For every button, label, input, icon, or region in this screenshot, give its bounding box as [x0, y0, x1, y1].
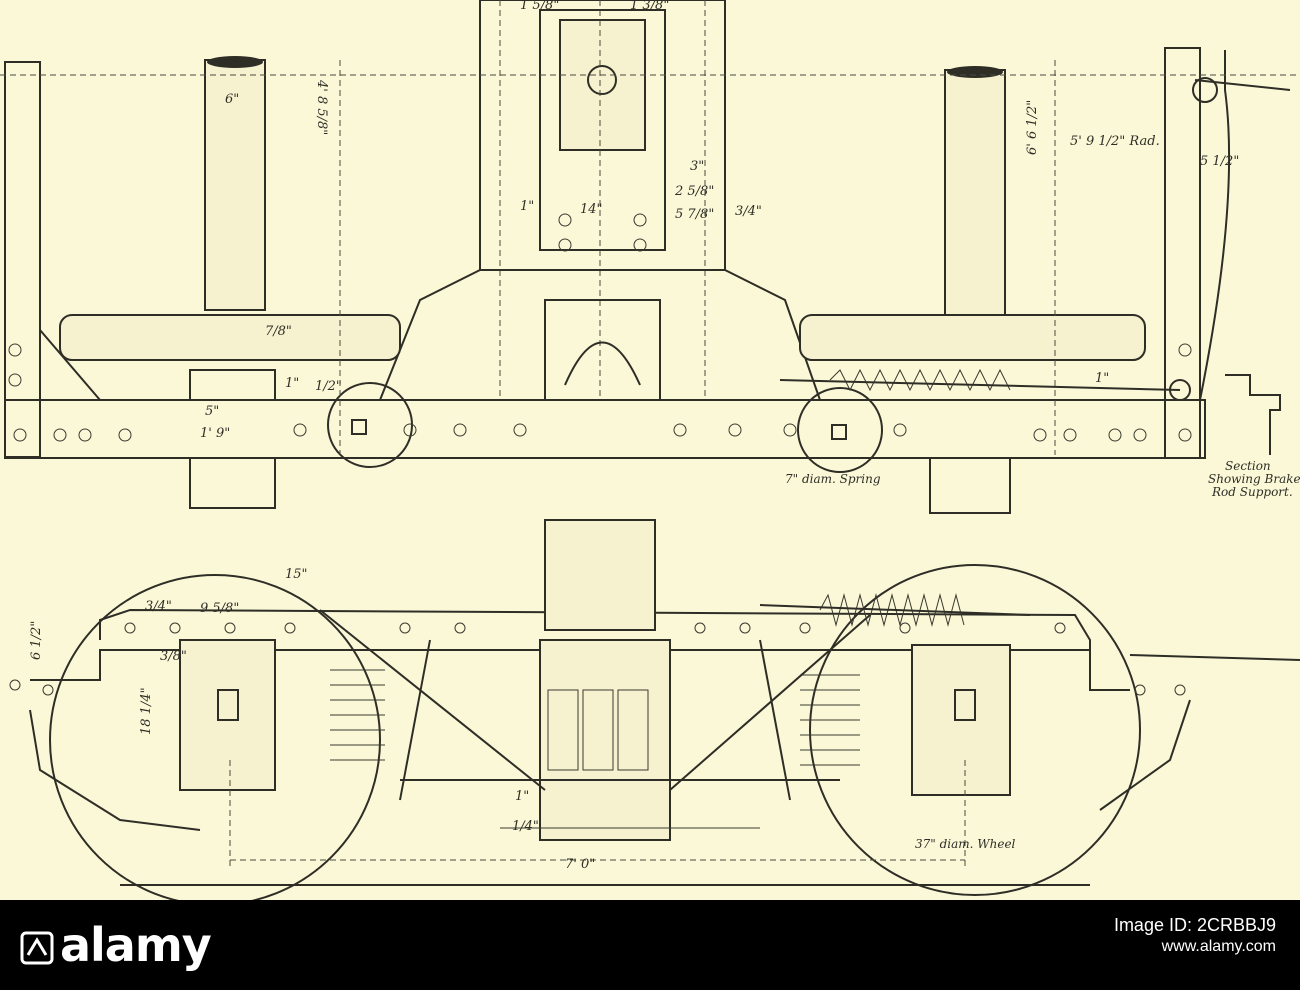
dim-w3: 3" [690, 159, 704, 174]
dim-rad-b: 5 1/2" [1200, 154, 1239, 169]
stock-footer: alamy Image ID: 2CRBBJ9 www.alamy.com [0, 900, 1300, 990]
dim-d65: 6 1/2" [29, 621, 44, 660]
side-beam [4, 399, 1206, 459]
dim-rad: 5' 9 1/2" Rad. [1070, 134, 1160, 149]
dim-d34: 3/4" [145, 599, 172, 614]
wheel-right-plan [799, 314, 1146, 361]
bolster-spring-box [544, 299, 661, 401]
site-url[interactable]: www.alamy.com [1161, 938, 1276, 955]
dim-d14: 1/4" [512, 819, 539, 834]
dim-d1: 1" [285, 376, 299, 391]
bolster-springs [547, 689, 649, 771]
dim-d15: 15" [285, 567, 308, 582]
right-frame [1164, 47, 1201, 459]
engineering-drawing: 1 5/8" 1 3/8" 6" 4' 8 5/8" 6' 6 1/2" 5' … [0, 0, 1300, 900]
dimension-labels: 1 5/8" 1 3/8" 6" 4' 8 5/8" 6' 6 1/2" 5' … [29, 0, 1300, 872]
dim-w5: 5 7/8" [675, 207, 714, 222]
footer-info: Image ID: 2CRBBJ9 www.alamy.com [1114, 914, 1276, 958]
center-pin [587, 65, 617, 95]
axle-right [944, 69, 1006, 316]
brake-spring-side [819, 593, 965, 627]
dim-d1l: 1" [515, 789, 529, 804]
dim-w14: 14" [580, 202, 603, 217]
dim-d5: 5" [205, 404, 219, 419]
bolster-plate [539, 9, 666, 251]
left-frame-brace [39, 120, 101, 401]
dim-d78: 7/8" [265, 324, 292, 339]
wheel-right [809, 564, 1141, 896]
journal-box-left [189, 457, 276, 509]
bolster-side [539, 639, 671, 841]
spring-circle-right [797, 387, 883, 473]
journal-box-side-left [179, 639, 276, 791]
note-section-3: Rod Support. [1211, 485, 1293, 499]
dim-d38: 3/8" [160, 649, 187, 664]
image-id: Image ID: 2CRBBJ9 [1113, 915, 1276, 935]
dim-top-a: 1 5/8" [520, 0, 559, 13]
plan-view [0, 0, 1300, 514]
brake-hanger [1199, 50, 1231, 401]
spring-coil-right [800, 674, 860, 766]
dim-height-1: 4' 8 5/8" [314, 79, 329, 135]
dim-d18: 18 1/4" [139, 687, 154, 735]
rivets-side [9, 622, 1186, 696]
dim-d9: 9 5/8" [200, 601, 239, 616]
dim-d12: 1/2" [315, 379, 342, 394]
left-frame [4, 61, 41, 458]
note-section-2: Showing Brake [1208, 472, 1300, 486]
alamy-logo-icon [20, 922, 54, 976]
dim-w2: 2 5/8" [674, 184, 714, 199]
truck-diagram-svg: 1 5/8" 1 3/8" 6" 4' 8 5/8" 6' 6 1/2" 5' … [0, 0, 1300, 900]
note-spring: 7" diam. Spring [785, 472, 881, 486]
wheel-left [49, 574, 381, 900]
dim-stem: 6" [225, 92, 239, 107]
bolster-body [379, 269, 821, 401]
spring-circle-left [327, 382, 413, 468]
top-arch-bar [99, 608, 1130, 691]
alamy-logo[interactable]: alamy [20, 918, 212, 976]
dim-span: 7' 0" [565, 857, 595, 872]
wheel-left-plan [59, 314, 401, 361]
side-elevation [9, 519, 1300, 900]
lower-arch-right [1099, 699, 1191, 811]
alamy-wordmark: alamy [60, 918, 212, 972]
lower-arch-left [29, 709, 201, 831]
bolster-top-side [544, 519, 656, 631]
spring-coil-left [330, 669, 385, 761]
note-section-1: Section [1225, 459, 1271, 473]
dim-d19: 1' 9" [200, 426, 230, 441]
rivets-plan [8, 213, 1192, 442]
section-brake-support [1225, 374, 1281, 455]
bolster-arch [564, 341, 641, 386]
dim-top-b: 1 3/8" [630, 0, 669, 13]
center-plate [559, 19, 646, 151]
dim-w1: 1" [520, 199, 534, 214]
note-wheel: 37" diam. Wheel [915, 837, 1016, 851]
dim-height-2: 6' 6 1/2" [1025, 100, 1040, 155]
journal-box-right [929, 457, 1011, 514]
journal-left [189, 369, 276, 401]
brake-spring-top [829, 368, 1011, 392]
dim-d1r: 1" [1095, 371, 1109, 386]
dim-w34: 3/4" [735, 204, 762, 219]
